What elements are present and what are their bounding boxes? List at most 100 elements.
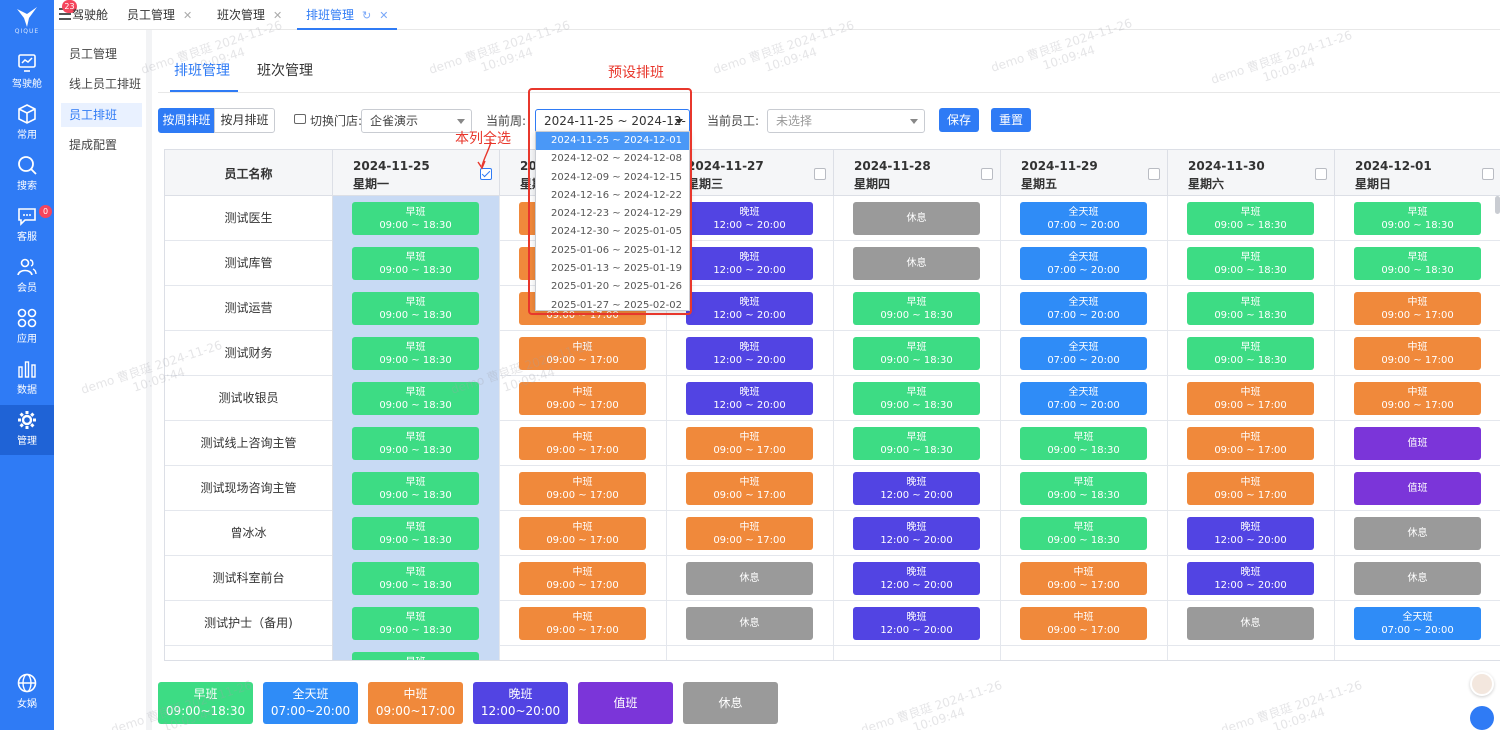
schedule-cell[interactable]: 休息 bbox=[667, 601, 834, 646]
shift-chip[interactable]: 休息 bbox=[853, 202, 980, 235]
schedule-cell[interactable] bbox=[1335, 646, 1500, 660]
refresh-icon[interactable]: ↻ bbox=[362, 9, 372, 22]
schedule-cell[interactable] bbox=[1168, 646, 1335, 660]
shift-chip[interactable]: 休息 bbox=[1354, 562, 1481, 595]
close-icon[interactable]: ✕ bbox=[183, 9, 193, 22]
save-button[interactable]: 保存 bbox=[939, 108, 979, 132]
week-option[interactable]: 2024-12-30 ~ 2025-01-05 bbox=[551, 226, 682, 238]
week-option[interactable]: 2025-01-20 ~ 2025-01-26 bbox=[551, 281, 682, 293]
shift-chip[interactable]: 休息 bbox=[686, 607, 813, 640]
rail-item-members[interactable]: 会员 bbox=[0, 252, 54, 302]
tab-cockpit[interactable]: 驾驶舱 bbox=[72, 0, 108, 30]
rail-item-management[interactable]: 管理 bbox=[0, 405, 54, 455]
week-option[interactable]: 2025-01-06 ~ 2025-01-12 bbox=[551, 244, 682, 256]
schedule-cell[interactable] bbox=[834, 646, 1001, 660]
close-icon[interactable]: ✕ bbox=[273, 9, 283, 22]
tab-schedule-management[interactable]: 排班管理↻✕ bbox=[297, 0, 398, 30]
select-column-checkbox[interactable] bbox=[480, 168, 492, 180]
rail-item-favorites[interactable]: 常用 bbox=[0, 99, 54, 149]
page-tab-shifts[interactable]: 班次管理 bbox=[257, 63, 313, 79]
rail-item-search[interactable]: 搜索 bbox=[0, 150, 54, 200]
rail-item-data[interactable]: 数据 bbox=[0, 354, 54, 404]
by-month-button[interactable]: 按月排班 bbox=[214, 108, 275, 133]
schedule-cell[interactable]: 休息 bbox=[667, 556, 834, 601]
schedule-cell[interactable]: 值班 bbox=[1335, 421, 1500, 466]
schedule-cell[interactable]: 休息 bbox=[834, 196, 1001, 241]
schedule-cell[interactable]: 值班 bbox=[1335, 466, 1500, 511]
schedule-cell[interactable]: 休息 bbox=[1335, 511, 1500, 556]
close-icon[interactable]: ✕ bbox=[379, 9, 389, 22]
week-option[interactable]: 2024-12-16 ~ 2024-12-22 bbox=[551, 189, 682, 201]
